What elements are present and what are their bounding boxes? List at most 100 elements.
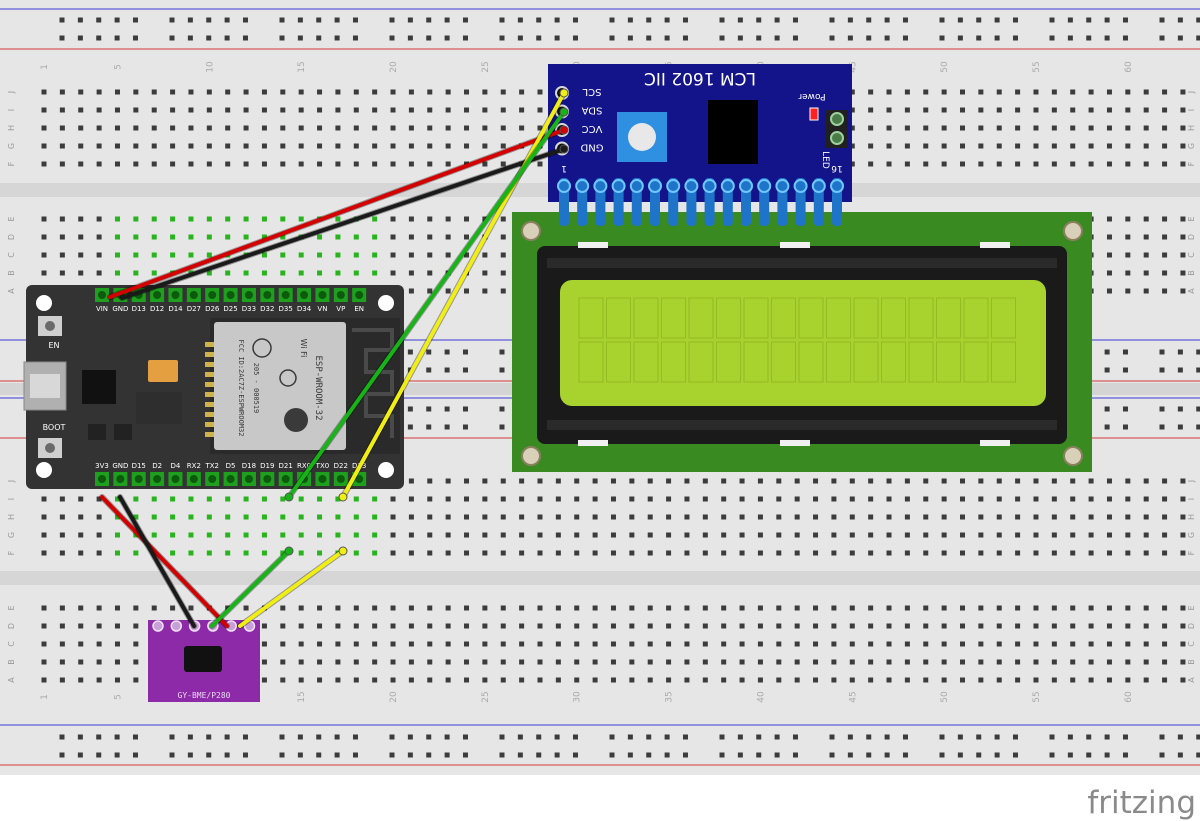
tie-point — [1070, 478, 1076, 484]
wire-scl-to-bme-scl[interactable] — [238, 549, 345, 628]
rail-hole — [847, 752, 853, 758]
tie-point — [353, 641, 359, 647]
wire-sda-to-d21[interactable] — [287, 110, 566, 499]
tie-point — [1033, 659, 1039, 665]
tie-point — [261, 107, 267, 113]
tie-point — [813, 641, 819, 647]
rail-hole — [719, 35, 725, 41]
rail-hole — [426, 17, 432, 23]
tie-point — [555, 641, 561, 647]
wire-gnd-to-gnd[interactable] — [120, 147, 566, 300]
header-pad — [648, 179, 662, 193]
esp-pin-label-vp: VP — [336, 305, 345, 313]
tie-point — [960, 125, 965, 131]
tie-point — [794, 677, 800, 683]
tie-point — [390, 605, 396, 611]
i2c-pin-label: SCL — [582, 86, 601, 97]
rail-hole — [499, 752, 505, 758]
esp-pin-label-d33: D33 — [242, 305, 256, 313]
esp-pin-label-d18: D18 — [242, 462, 256, 470]
tie-point — [1106, 107, 1112, 113]
tie-point — [868, 514, 874, 520]
lcd-character-cell — [606, 297, 631, 339]
tie-point — [133, 270, 139, 276]
tie-point — [1125, 496, 1131, 502]
tie-point — [776, 677, 782, 683]
rail-hole — [316, 35, 322, 41]
rail-hole — [1196, 406, 1200, 412]
header-pin-leg — [741, 178, 751, 226]
tie-point — [96, 161, 102, 167]
row-letter: B — [1187, 270, 1196, 276]
tie-point — [464, 677, 470, 683]
rail-hole — [572, 35, 578, 41]
wire-sda-to-bme-sda[interactable] — [210, 549, 291, 628]
esp-pin-label-d2: D2 — [152, 462, 162, 470]
tie-point — [353, 677, 359, 683]
tie-point — [978, 550, 984, 556]
tie-point — [78, 143, 84, 149]
rail-hole — [499, 349, 505, 355]
wire-3v3-to-bme-vin[interactable] — [100, 495, 229, 628]
rail-hole — [206, 35, 212, 41]
tie-point — [886, 605, 892, 611]
wire-end — [284, 492, 294, 502]
tie-point — [206, 270, 212, 276]
tie-point — [610, 496, 616, 502]
rail-hole — [609, 752, 615, 758]
power-led — [809, 107, 819, 121]
tie-point — [1088, 623, 1094, 629]
tie-point — [702, 641, 708, 647]
tie-point — [1051, 641, 1057, 647]
tie-point — [886, 478, 892, 484]
rail-hole — [646, 35, 652, 41]
tie-point — [904, 532, 910, 538]
tie-point — [96, 216, 102, 222]
tie-point — [1106, 143, 1112, 149]
tie-point — [610, 532, 616, 538]
rail-hole — [976, 35, 982, 41]
tie-point — [482, 270, 488, 276]
tie-point — [849, 161, 855, 167]
tie-point — [1070, 659, 1076, 665]
rail-hole — [627, 734, 633, 740]
rail-hole — [426, 349, 432, 355]
rail-hole — [169, 35, 175, 41]
tie-point — [555, 496, 561, 502]
tie-point — [445, 161, 451, 167]
tie-point — [629, 677, 635, 683]
bme-pin — [152, 620, 164, 632]
lcd-character-cell — [826, 341, 851, 383]
wire-gnd-to-bme-gnd[interactable] — [118, 495, 196, 628]
lcd-bezel-tab — [980, 440, 1010, 446]
header-pad — [557, 179, 571, 193]
wire-vcc-to-vin[interactable] — [108, 128, 566, 299]
tie-point — [1033, 107, 1039, 113]
header-pad — [830, 179, 844, 193]
tie-point — [500, 514, 506, 520]
power-label: Power — [798, 91, 826, 101]
tie-point — [114, 89, 120, 95]
rail-hole — [829, 17, 835, 23]
lcd-character-cell — [578, 341, 604, 383]
row-letter: C — [1187, 641, 1196, 647]
tie-point — [1070, 107, 1076, 113]
row-letter: A — [1187, 288, 1196, 294]
tie-point — [353, 659, 359, 665]
tie-point — [408, 514, 414, 520]
tie-point — [1143, 252, 1149, 258]
tie-point — [1033, 550, 1039, 556]
tie-point — [868, 659, 874, 665]
tie-point — [1180, 641, 1186, 647]
esp-pin-hole — [281, 291, 290, 299]
tie-point — [500, 234, 506, 240]
tie-point — [133, 550, 139, 556]
rail-hole — [187, 734, 193, 740]
tie-point — [390, 107, 396, 113]
rail-hole — [77, 35, 83, 41]
tie-point — [941, 125, 947, 131]
tie-point — [151, 216, 157, 222]
tie-point — [886, 89, 892, 95]
rail-hole — [389, 734, 395, 740]
tie-point — [280, 107, 286, 113]
